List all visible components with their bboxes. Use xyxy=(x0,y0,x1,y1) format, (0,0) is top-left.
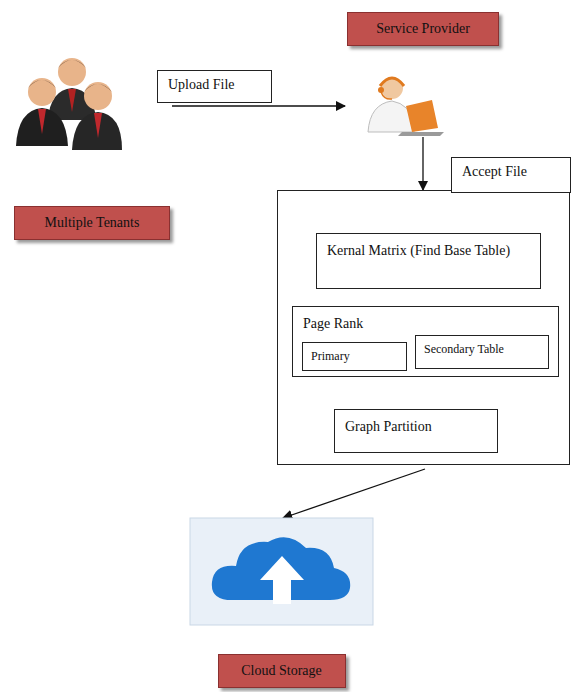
tenant-node: Multiple Tenants xyxy=(12,55,172,240)
storage-node: Cloud Storage xyxy=(190,518,373,688)
node-text: Page Rank xyxy=(303,315,363,334)
edge-label: Upload File xyxy=(157,70,272,103)
title-label: Cloud Storage xyxy=(218,654,346,688)
node-text: Graph Partition xyxy=(345,418,432,437)
flow-arrow xyxy=(283,469,425,518)
node-text: Secondary Table xyxy=(424,341,504,357)
process-box: Graph Partition xyxy=(334,409,498,453)
table-box: Secondary Table xyxy=(415,335,549,369)
flow-arrow xyxy=(172,105,345,106)
edge-label: Accept File xyxy=(451,157,571,193)
process-group: Page RankPrimary Secondary Table xyxy=(292,306,559,377)
title-label: Multiple Tenants xyxy=(14,206,170,240)
node-text: Primary xyxy=(311,348,350,364)
process-container: Kernal Matrix (Find Base Table) Page Rank… xyxy=(277,190,570,465)
node-text: Kernal Matrix (Find Base Table) xyxy=(327,242,510,261)
table-box: Primary xyxy=(302,342,407,371)
flow-arrow xyxy=(422,137,423,190)
title-label: Service Provider xyxy=(347,12,499,46)
process-box: Kernal Matrix (Find Base Table) xyxy=(316,233,541,289)
provider-node: Service Provider xyxy=(345,12,501,137)
